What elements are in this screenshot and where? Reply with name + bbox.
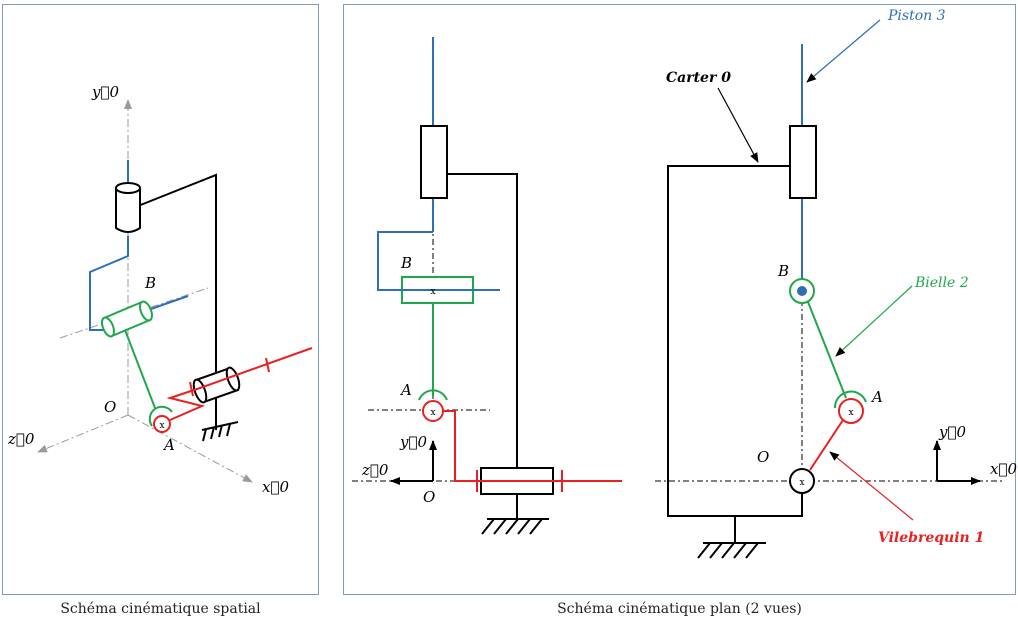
front-pivot-O — [789, 468, 815, 494]
label-carter: Carter 0 — [666, 70, 731, 86]
caption-plan: Schéma cinématique plan (2 vues) — [557, 601, 802, 617]
piston-link — [89, 236, 129, 331]
carter-frame — [137, 173, 217, 372]
spatial-diagram: x y⃗0 z⃗0 x⃗0 O A B — [7, 83, 313, 496]
front-ground-symbol — [697, 542, 766, 559]
side-ground-symbol — [481, 518, 549, 535]
ground-symbol — [201, 421, 239, 442]
front-pivot-B-dot — [797, 286, 807, 296]
bielle-socket — [148, 405, 173, 427]
side-label-O: O — [423, 488, 435, 506]
side-bielle-socket — [418, 389, 448, 401]
crank-pin — [153, 415, 171, 433]
front-carter-frame — [667, 165, 803, 517]
bearing-cylinder — [192, 366, 241, 404]
caption-spatial: Schéma cinématique spatial — [60, 601, 261, 617]
front-cylinder-guide — [789, 125, 817, 199]
label-O: O — [104, 398, 116, 416]
side-carter-frame — [447, 173, 518, 468]
label-piston: Piston 3 — [887, 8, 946, 24]
side-label-B: B — [400, 254, 412, 272]
svg-text:x: x — [430, 408, 435, 418]
front-crank-arm — [809, 419, 844, 471]
front-view-diagram: x x B A O y⃗0 x⃗0 Piston 3 Carter 0 Biel… — [655, 8, 1017, 559]
front-crank-pin — [838, 398, 864, 424]
vilebrequin-leader — [829, 451, 914, 521]
label-x0: x⃗0 — [262, 478, 289, 496]
front-label-x0: x⃗0 — [990, 460, 1017, 478]
front-bielle-socket — [833, 390, 867, 409]
side-label-z0: z⃗0 — [361, 461, 389, 479]
label-A: A — [162, 436, 175, 454]
piston-pin — [147, 295, 189, 311]
bielle-cylinder — [101, 300, 153, 338]
side-crankshaft — [443, 410, 622, 482]
svg-text:x: x — [848, 408, 853, 418]
side-label-y0: y⃗0 — [399, 433, 427, 451]
front-label-B: B — [777, 262, 789, 280]
side-cylinder-guide — [420, 125, 448, 199]
crank-stop-1 — [189, 381, 194, 397]
bielle-rod — [124, 329, 156, 409]
front-label-A: A — [870, 388, 883, 406]
x0-axis — [127, 414, 253, 483]
bielle-leader — [835, 285, 913, 357]
piston-cylinder — [115, 182, 141, 233]
label-z0: z⃗0 — [7, 430, 35, 448]
carter-leader — [717, 87, 759, 163]
svg-text:x: x — [430, 287, 435, 297]
svg-text:x: x — [799, 478, 804, 488]
front-label-O: O — [757, 448, 769, 466]
side-view-diagram: x x B A y⃗0 z⃗0 O — [352, 37, 622, 535]
side-label-A: A — [399, 381, 412, 399]
svg-text:x: x — [159, 421, 164, 431]
label-B: B — [144, 274, 156, 292]
z0-axis — [37, 414, 129, 453]
piston-axis-line — [59, 287, 209, 339]
front-bielle-rod — [807, 301, 847, 399]
label-bielle: Bielle 2 — [914, 275, 969, 291]
label-vilebrequin: Vilebrequin 1 — [878, 530, 984, 546]
crankshaft — [166, 347, 313, 421]
crank-stop-2 — [265, 357, 270, 373]
piston-leader — [806, 19, 881, 83]
front-label-y0: y⃗0 — [938, 423, 966, 441]
spatial-diagram-panel — [2, 4, 319, 595]
label-y0: y⃗0 — [91, 83, 119, 101]
